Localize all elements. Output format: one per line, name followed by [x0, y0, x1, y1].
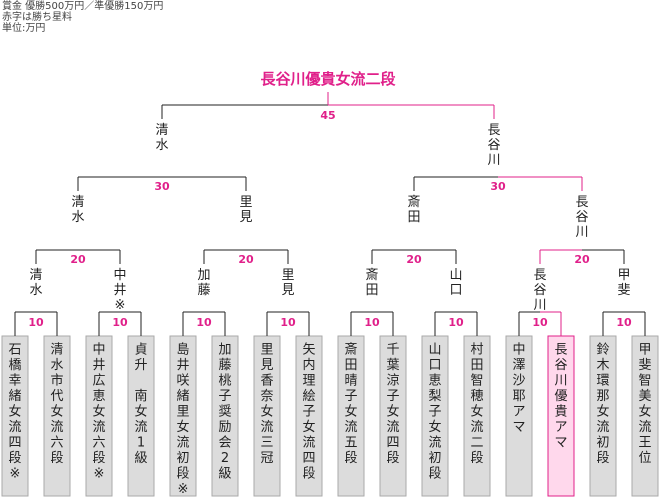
player-name: 千葉涼子女流四段	[386, 343, 399, 467]
quarterfinal-player: 山口	[449, 268, 462, 298]
semifinal-player: 里見	[239, 195, 252, 225]
quarterfinal-player: 中井※	[113, 268, 126, 313]
player-name-box	[337, 335, 365, 497]
semifinal-player: 斎田	[407, 194, 420, 225]
player-name: 山口恵梨子女流初段	[428, 343, 441, 482]
quarterfinal-player: 里見	[281, 268, 294, 298]
win-bonus-amount: 10	[28, 316, 44, 329]
win-bonus-amount: 20	[574, 253, 590, 266]
win-bonus-amount: 10	[364, 316, 380, 329]
player-name-box	[463, 335, 491, 497]
win-bonus-amount: 30	[154, 180, 170, 193]
player-name-box	[169, 335, 197, 497]
player-name: 里見香奈女流三冠	[260, 343, 273, 467]
player-name-box	[505, 335, 533, 497]
win-bonus-amount: 30	[490, 180, 506, 193]
prize-note-line: 赤字は勝ち星料	[2, 12, 72, 23]
win-bonus-amount: 45	[320, 109, 335, 122]
quarterfinal-player: 斎田	[365, 267, 378, 298]
prize-notes: 賞金 優勝500万円／準優勝150万円 赤字は勝ち星料 単位:万円	[2, 1, 163, 34]
player-name: 石橋幸緒女流四段※	[8, 343, 21, 482]
player-name: 中澤沙耶アマ	[512, 343, 525, 436]
semifinal-player: 清水	[71, 195, 84, 225]
prize-note-line: 賞金 優勝500万円／準優勝150万円	[2, 1, 164, 12]
player-name: 矢内理絵子女流四段	[302, 343, 315, 482]
quarterfinal-player: 清水	[29, 268, 42, 298]
quarterfinal-player: 長谷川	[533, 268, 546, 313]
player-name: 村田智穂女流二段	[470, 343, 483, 467]
player-name: 長谷川優貴アマ	[554, 343, 567, 451]
win-bonus-amount: 10	[616, 316, 632, 329]
player-name-box	[379, 335, 407, 497]
player-name: 鈴木環那女流初段	[596, 343, 609, 467]
player-name: 斎田晴子女流五段	[344, 342, 357, 467]
quarterfinal-player: 加藤	[197, 268, 210, 298]
player-name: 甲斐智美女流王位	[638, 343, 651, 467]
win-bonus-amount: 20	[70, 253, 86, 266]
player-name: 島井咲緒里女流初段※	[176, 343, 189, 498]
win-bonus-amount: 10	[532, 316, 548, 329]
win-bonus-amount: 20	[238, 253, 254, 266]
quarterfinal-player: 甲斐	[617, 268, 630, 298]
player-name-box	[253, 335, 281, 497]
win-bonus-amount: 10	[280, 316, 296, 329]
win-bonus-amount: 10	[448, 316, 464, 329]
player-name-box	[421, 335, 449, 497]
win-bonus-amount: 10	[112, 316, 128, 329]
player-name-box	[547, 335, 575, 497]
player-name-box	[589, 335, 617, 497]
final-player: 長谷川	[487, 123, 500, 168]
champion-title: 長谷川優貴女流二段	[260, 70, 395, 88]
player-name: 清水市代女流六段	[50, 343, 63, 467]
semifinal-player: 長谷川	[575, 195, 588, 240]
player-name: 中井広恵女流六段※	[92, 343, 105, 482]
prize-note-line: 単位:万円	[2, 23, 46, 34]
player-name-box	[631, 335, 659, 497]
final-player: 清水	[155, 123, 168, 153]
player-name-box	[1, 335, 29, 497]
win-bonus-amount: 10	[196, 316, 212, 329]
player-name-box	[43, 335, 71, 497]
win-bonus-amount: 20	[406, 253, 422, 266]
